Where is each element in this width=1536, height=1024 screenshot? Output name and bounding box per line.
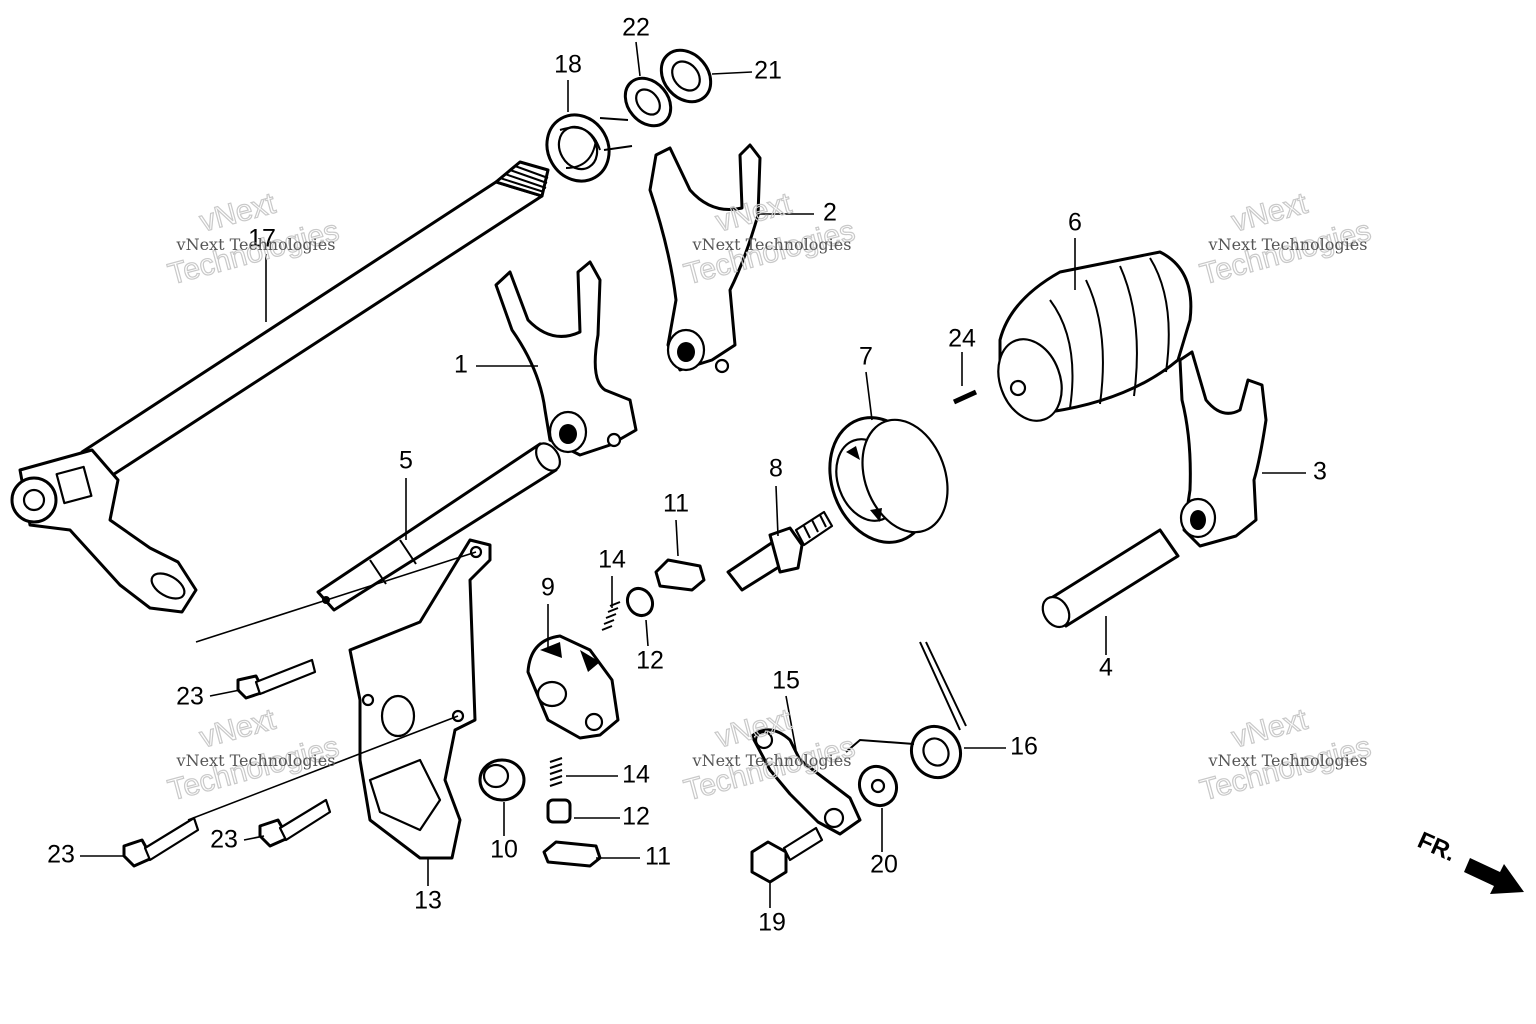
callout-11-lower: 11 (645, 843, 671, 871)
part-6-shift-drum (997, 250, 1193, 422)
part-14-spring-upper (601, 601, 621, 631)
callout-labels: 1 2 3 4 5 6 7 8 9 10 11 11 12 12 13 14 1… (47, 14, 1327, 937)
callout-6: 6 (1068, 209, 1082, 237)
callout-21: 21 (754, 57, 782, 85)
leader-lines (80, 41, 1306, 908)
callout-2: 2 (823, 199, 837, 227)
callout-23-upper: 23 (176, 683, 204, 711)
part-18-return-spring (545, 113, 633, 183)
callout-19: 19 (758, 909, 786, 937)
watermark-top-left: vNext Technologies vNext Technologies (164, 186, 343, 292)
part-17-gearshift-spindle (10, 160, 550, 614)
part-3-shift-fork (1178, 350, 1268, 548)
part-14-spring-lower (549, 757, 563, 787)
watermark-bottom-right: vNext Technologies vNext Technologies (1196, 702, 1375, 808)
part-11-key-upper (654, 558, 706, 592)
callout-12-upper: 12 (636, 647, 664, 675)
part-12-plunger-lower (546, 798, 572, 824)
svg-text:vNext Technologies: vNext Technologies (176, 751, 336, 770)
callout-23-lower: 23 (47, 841, 75, 869)
callout-24: 24 (948, 325, 976, 353)
callout-5: 5 (399, 447, 413, 475)
part-20-washer (857, 764, 899, 808)
callout-10: 10 (490, 836, 518, 864)
callout-13: 13 (414, 887, 442, 915)
svg-text:vNext Technologies: vNext Technologies (1208, 751, 1368, 770)
callout-4: 4 (1099, 654, 1113, 682)
part-22-circlip (623, 76, 673, 128)
part-5-fork-shaft (316, 442, 561, 612)
callout-3: 3 (1313, 458, 1327, 486)
svg-text:vNext: vNext (1228, 187, 1311, 239)
part-23-bolt-lower (122, 816, 200, 868)
watermark-bottom-left: vNext Technologies vNext Technologies (164, 702, 343, 808)
part-21-washer (659, 48, 713, 104)
svg-text:vNext: vNext (1228, 703, 1311, 755)
callout-14-lower: 14 (622, 761, 650, 789)
part-23-bolt-upper (236, 658, 317, 700)
front-arrow-icon (1464, 858, 1524, 894)
callout-18: 18 (554, 51, 582, 79)
svg-text:vNext Technologies: vNext Technologies (692, 235, 852, 254)
part-10-collar (478, 758, 526, 802)
callout-8: 8 (769, 455, 783, 483)
part-7-shift-drum-end (828, 416, 949, 544)
front-direction-marker: FR. (1414, 827, 1524, 894)
part-9-drum-center (526, 634, 620, 740)
callout-17: 17 (248, 225, 276, 253)
part-19-bolt (750, 826, 824, 884)
callout-14-upper: 14 (598, 546, 626, 574)
callout-9: 9 (541, 574, 555, 602)
callout-23-middle: 23 (210, 826, 238, 854)
callout-12-lower: 12 (622, 803, 650, 831)
callout-7: 7 (859, 343, 873, 371)
svg-text:vNext Technologies: vNext Technologies (176, 235, 336, 254)
part-11-key-lower (542, 840, 602, 868)
part-4-fork-shaft (1041, 528, 1180, 629)
part-23-bolt-middle (258, 798, 332, 848)
svg-text:vNext Technologies: vNext Technologies (1208, 235, 1368, 254)
callout-22: 22 (622, 14, 650, 42)
part-24-dowel-pin (952, 389, 978, 405)
front-label: FR. (1414, 827, 1460, 867)
callout-20: 20 (870, 851, 898, 879)
part-1-shift-fork (494, 260, 638, 457)
part-8-pin-bolt (726, 510, 834, 592)
watermark-top-right: vNext Technologies vNext Technologies (1196, 186, 1375, 292)
callout-16: 16 (1010, 733, 1038, 761)
callout-1: 1 (454, 351, 468, 379)
svg-text:vNext Technologies: vNext Technologies (692, 751, 852, 770)
callout-15: 15 (772, 667, 800, 695)
svg-text:vNext: vNext (196, 703, 279, 755)
part-16-stopper-spring (845, 641, 967, 780)
part-2-shift-fork (648, 143, 762, 374)
part-15-stopper-arm (750, 728, 862, 836)
part-13-stopper-plate (348, 538, 492, 860)
callout-11-upper: 11 (663, 490, 689, 518)
part-12-plunger-upper (625, 586, 655, 618)
